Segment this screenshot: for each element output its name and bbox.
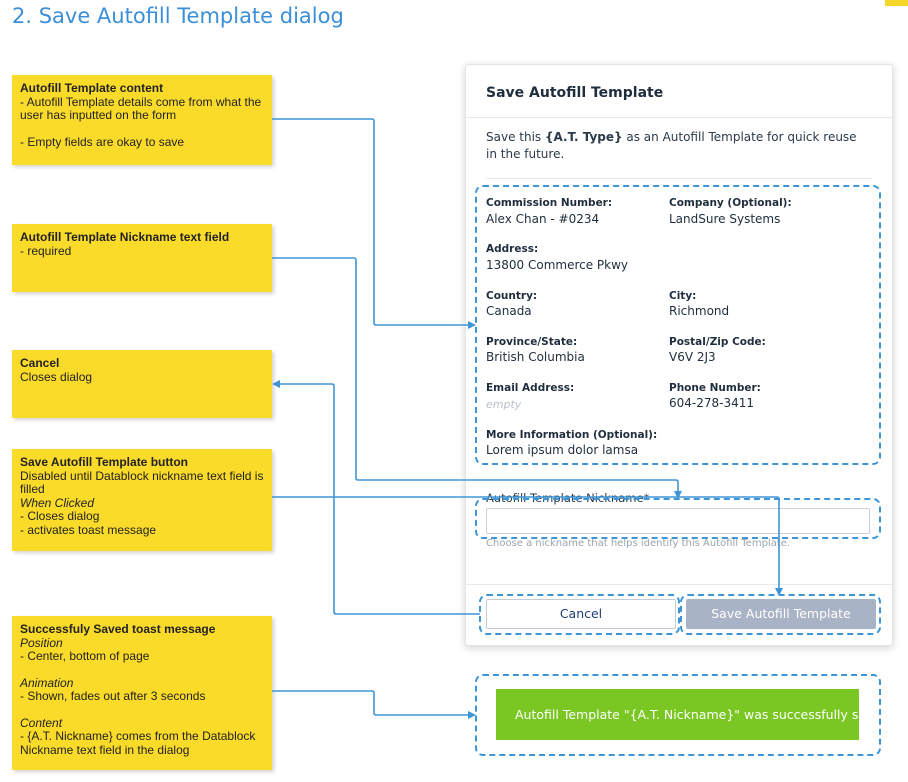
postal-value: V6V 2J3 <box>669 350 716 364</box>
note-line: - Closes dialog <box>20 509 100 523</box>
company-value: LandSure Systems <box>669 212 781 226</box>
address-label: Address: <box>486 243 539 255</box>
connector-cancel <box>272 380 480 615</box>
page-heading: 2. Save Autofill Template dialog <box>12 4 344 28</box>
nickname-help-text: Choose a nickname that helps identify th… <box>486 538 791 549</box>
dialog-footer-divider <box>466 584 892 585</box>
commission-value: Alex Chan - #0234 <box>486 212 600 226</box>
note-line: - Center, bottom of page <box>20 649 150 663</box>
note-line: - activates toast message <box>20 522 157 537</box>
note-subheading: Animation <box>20 675 74 690</box>
desc-type: {A.T. Type} <box>544 130 623 144</box>
note-line: Disabled until Datablock nickname text f… <box>20 468 267 496</box>
note-subheading: Position <box>20 635 63 650</box>
desc-prefix: Save this <box>486 130 545 144</box>
highlight-nickname-field <box>475 498 881 539</box>
note-nickname-field: Autofill Template Nickname text field - … <box>12 224 272 292</box>
note-line: - required <box>20 243 72 258</box>
note-line: - {A.T. Nickname} comes from the Datablo… <box>20 729 259 757</box>
note-save-button: Save Autofill Template button Disabled u… <box>12 449 272 551</box>
dialog-title: Save Autofill Template <box>486 85 664 101</box>
note-title: Successfuly Saved toast message <box>20 622 216 636</box>
dialog-divider <box>466 117 892 118</box>
dialog-divider <box>486 178 872 179</box>
company-label: Company (Optional): <box>669 197 792 209</box>
connector-toast <box>272 690 476 719</box>
cancel-button[interactable]: Cancel <box>486 599 676 629</box>
highlight-save-button <box>680 594 881 635</box>
save-autofill-template-button[interactable]: Save Autofill Template <box>686 599 876 629</box>
phone-value: 604-278-3411 <box>669 396 755 410</box>
note-title: Save Autofill Template button <box>20 455 189 469</box>
city-value: Richmond <box>669 304 730 318</box>
postal-label: Postal/Zip Code: <box>669 336 766 348</box>
note-autofill-content: Autofill Template content - Autofill Tem… <box>12 75 272 165</box>
note-title: Autofill Template Nickname text field <box>20 230 230 244</box>
success-toast: Autofill Template "{A.T. Nickname}" was … <box>496 689 859 740</box>
desc-suffix: as an Autofill Template for quick reuse … <box>486 130 857 161</box>
dialog-description: Save this {A.T. Type} as an Autofill Tem… <box>486 129 866 163</box>
highlight-toast <box>475 674 881 756</box>
note-cancel: Cancel Closes dialog <box>12 350 272 418</box>
corner-sticky-tab <box>885 0 908 6</box>
note-line: - Empty fields are okay to save <box>20 134 185 149</box>
connector-content <box>272 118 476 329</box>
highlight-cancel-button <box>479 594 680 635</box>
note-line: Closes dialog <box>20 369 93 384</box>
commission-label: Commission Number: <box>486 197 613 209</box>
phone-label: Phone Number: <box>669 382 761 394</box>
note-subheading: Content <box>20 715 63 730</box>
note-title: Autofill Template content <box>20 81 164 95</box>
note-title: Cancel <box>20 356 60 370</box>
note-line: - Shown, fades out after 3 seconds <box>20 689 206 703</box>
note-toast-message: Successfuly Saved toast message Position… <box>12 616 272 770</box>
highlight-content-area <box>475 185 881 465</box>
note-subheading: When Clicked <box>20 495 95 510</box>
note-line: - Autofill Template details come from wh… <box>20 94 265 122</box>
